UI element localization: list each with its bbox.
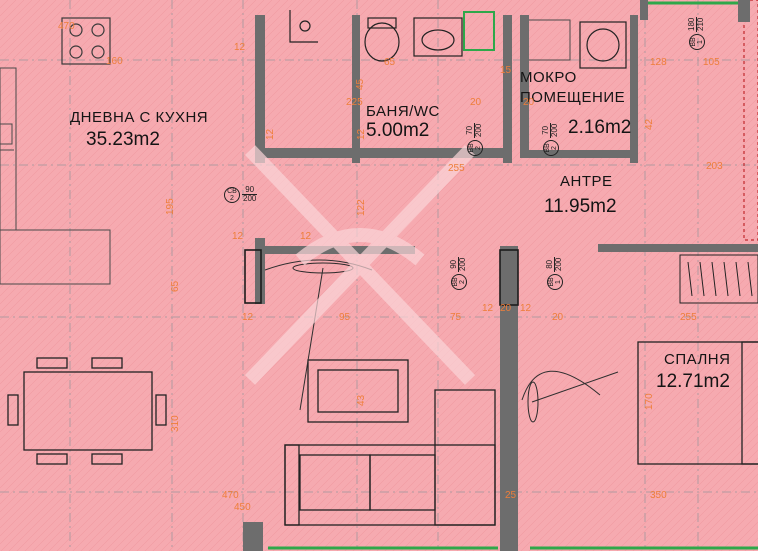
room-area-bedroom: 12.71m2 xyxy=(656,371,730,392)
room-name-living-kitchen: ДНЕВНА С КУХНЯ xyxy=(70,109,209,126)
dimension: 65 xyxy=(170,280,181,292)
dimension: 255 xyxy=(680,312,697,323)
dimension: 470 xyxy=(222,490,239,501)
wall-outlines xyxy=(244,249,519,306)
dimension: 45 xyxy=(355,78,366,90)
dimension: 20 xyxy=(500,303,512,314)
dimension: 42 xyxy=(644,118,655,130)
room-name-wet-room: МОКРО ПОМЕЩЕНИЕ xyxy=(520,69,626,106)
dimension: 12 xyxy=(242,312,254,323)
dimension: 20 xyxy=(470,97,482,108)
washing-machine-icon xyxy=(579,21,627,69)
door-swings xyxy=(264,259,619,411)
dimension: 12 xyxy=(232,231,244,242)
dimension: 310 xyxy=(170,415,181,432)
dimension: 12 xyxy=(300,231,312,242)
dimension: 12 xyxy=(520,303,532,314)
room-area-living-kitchen: 35.23m2 xyxy=(86,129,160,150)
rug-icon xyxy=(307,359,409,423)
dimension: 12 xyxy=(482,303,494,314)
dimension: 20 xyxy=(523,97,535,108)
room-area-bathroom: 5.00m2 xyxy=(366,120,430,141)
vent-shaft xyxy=(463,11,495,51)
room-name-bathroom: БАНЯ/WC xyxy=(366,103,440,120)
kitchen-counter xyxy=(0,67,111,285)
room-area-wet-room: 2.16m2 xyxy=(568,117,632,138)
room-name-hallway: АНТРЕ xyxy=(560,173,613,190)
dimension: 122 xyxy=(356,199,367,216)
wardrobe xyxy=(679,254,758,304)
radiator xyxy=(743,0,758,241)
dimension: 12 xyxy=(356,128,367,140)
table-with-chairs-icon xyxy=(7,357,167,465)
dimension: 65 xyxy=(384,57,396,68)
dimension: 470 xyxy=(58,21,75,32)
dimension: 25 xyxy=(505,490,517,501)
dimension: 105 xyxy=(703,57,720,68)
dimension: 43 xyxy=(356,394,367,406)
shower-icon xyxy=(289,10,318,43)
dimension: 255 xyxy=(448,163,465,174)
dimension: 195 xyxy=(165,198,176,215)
dimension: 225 xyxy=(346,97,363,108)
washbasin-icon xyxy=(413,17,463,57)
dimension: 20 xyxy=(552,312,564,323)
toilet-icon xyxy=(364,17,400,62)
dimension: 75 xyxy=(450,312,462,323)
dimension: 12 xyxy=(234,42,246,53)
walls xyxy=(243,0,758,551)
dimension: 160 xyxy=(106,56,123,67)
stove-icon xyxy=(61,17,111,65)
sofa-icon xyxy=(284,389,496,526)
room-area-hallway: 11.95m2 xyxy=(544,196,617,217)
dimension: 15 xyxy=(500,65,512,76)
room-name-bedroom: СПАЛНЯ xyxy=(664,351,731,368)
dimension: 170 xyxy=(644,393,655,410)
dimension: 203 xyxy=(706,161,723,172)
dimension: 350 xyxy=(650,490,667,501)
dimension: 450 xyxy=(234,502,251,513)
watermark-logo xyxy=(244,145,476,385)
windows xyxy=(268,1,758,550)
dimension: 128 xyxy=(650,57,667,68)
dimension: 12 xyxy=(265,128,276,140)
dimension: 95 xyxy=(339,312,351,323)
bed-icon xyxy=(637,341,758,465)
